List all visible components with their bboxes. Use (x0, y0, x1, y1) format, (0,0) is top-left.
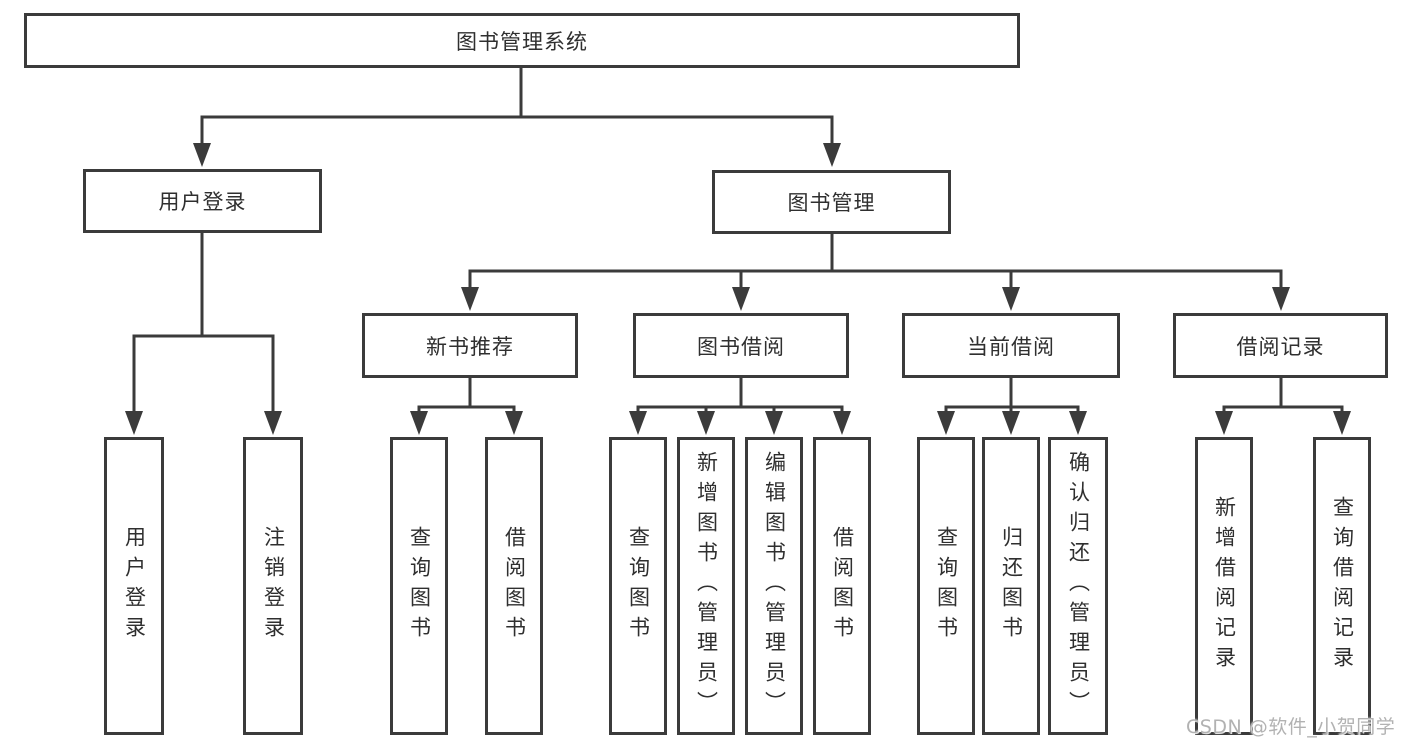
leaf-logout: 注销登录 (243, 437, 303, 735)
leaf-query-books-borrowing: 查询图书 (609, 437, 667, 735)
leaf-edit-books-admin: 编辑图书（管理员） (745, 437, 803, 735)
arrowhead (937, 411, 955, 435)
connector-mgmt-to-level3 (468, 232, 1283, 292)
connector-current-to-leaves (944, 375, 1080, 416)
leaf-query-books-current: 查询图书 (917, 437, 975, 735)
leaf-return-books: 归还图书 (982, 437, 1040, 735)
arrowhead (833, 411, 851, 435)
node-borrowing-records: 借阅记录 (1173, 313, 1388, 378)
arrowhead (505, 411, 523, 435)
arrowhead (629, 411, 647, 435)
arrowhead (125, 411, 143, 435)
arrowhead (1333, 411, 1351, 435)
arrowhead (410, 411, 428, 435)
arrowhead (1002, 287, 1020, 311)
arrowhead (1069, 411, 1087, 435)
node-user-login-module: 用户登录 (83, 169, 322, 233)
node-library-management-system: 图书管理系统 (24, 13, 1020, 68)
leaf-add-books-admin: 新增图书（管理员） (677, 437, 735, 735)
connector-borrow-to-leaves (636, 375, 844, 416)
arrowhead (461, 287, 479, 311)
leaf-borrow-books-recommend: 借阅图书 (485, 437, 543, 735)
connector-root-to-level2 (200, 65, 834, 148)
node-current-borrowing: 当前借阅 (902, 313, 1120, 378)
arrowhead (732, 287, 750, 311)
leaf-confirm-return-admin: 确认归还（管理员） (1048, 437, 1108, 735)
arrowhead (1002, 411, 1020, 435)
arrowhead (264, 411, 282, 435)
leaf-user-login: 用户登录 (104, 437, 164, 735)
node-book-management-module: 图书管理 (712, 170, 951, 234)
arrowhead (823, 143, 841, 167)
arrowhead (1272, 287, 1290, 311)
node-new-book-recommendation: 新书推荐 (362, 313, 578, 378)
arrowhead (765, 411, 783, 435)
connector-rec-to-leaves (417, 375, 516, 416)
csdn-watermark: CSDN @软件_小贺同学 (1186, 716, 1396, 738)
leaf-borrow-books: 借阅图书 (813, 437, 871, 735)
arrowheads (125, 143, 1351, 435)
leaf-add-borrow-record: 新增借阅记录 (1195, 437, 1253, 735)
leaf-query-borrow-record: 查询借阅记录 (1313, 437, 1371, 735)
arrowhead (1215, 411, 1233, 435)
node-book-borrowing: 图书借阅 (633, 313, 849, 378)
arrowhead (697, 411, 715, 435)
leaf-query-books-recommend: 查询图书 (390, 437, 448, 735)
connector-records-to-leaves (1222, 375, 1344, 416)
arrowhead (193, 143, 211, 167)
connector-login-to-leaves (132, 231, 275, 416)
